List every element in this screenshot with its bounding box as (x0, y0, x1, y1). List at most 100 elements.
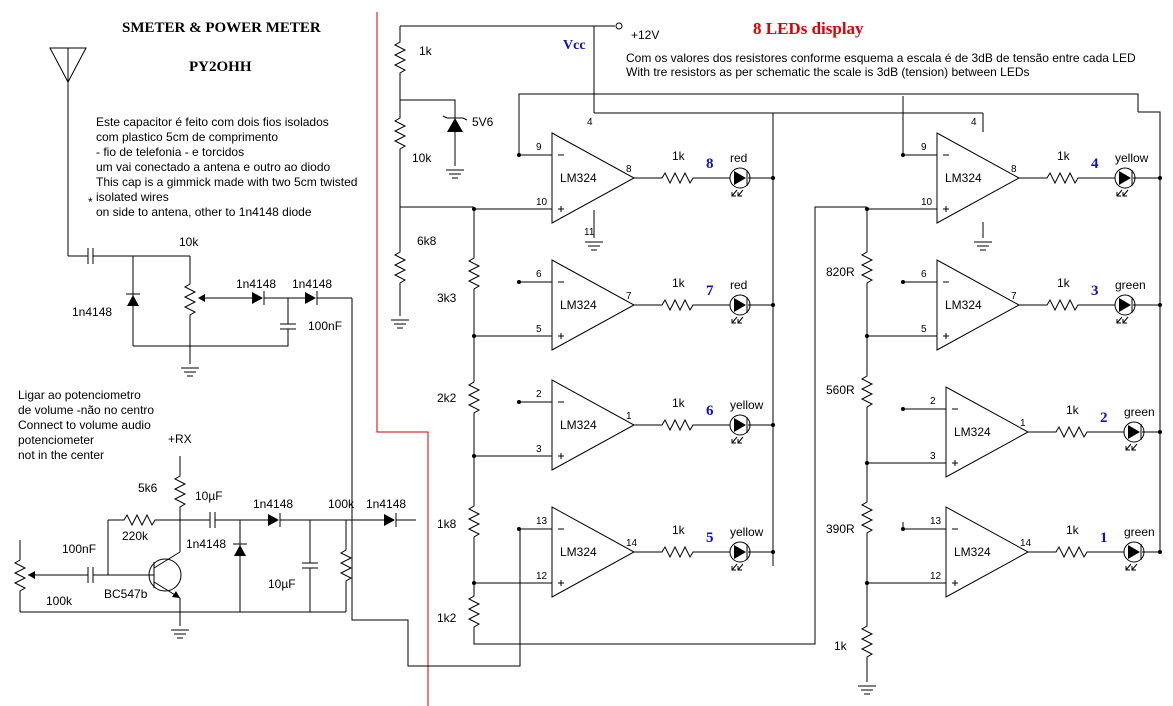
output-resistor-label: 1k (1057, 149, 1071, 163)
ladder-r3-label: 390R (826, 522, 855, 536)
opamp-label: LM324 (560, 298, 597, 312)
svg-text:Connect to volume audio: Connect to volume audio (18, 418, 151, 432)
r-top-label: 1k (419, 44, 433, 58)
pin-inverting: 2 (930, 396, 936, 407)
led-number: 8 (706, 156, 714, 172)
opamp-label: LM324 (560, 545, 597, 559)
led-number: 2 (1100, 410, 1108, 426)
led-color-label: green (1124, 405, 1155, 419)
ladder-r2-label: 560R (826, 383, 855, 397)
pin-output: 8 (626, 164, 632, 175)
opamp-label: LM324 (560, 171, 597, 185)
af-r-load-label: 100k (328, 497, 355, 511)
volume-note: Ligar ao potenciometro de volume -não no… (18, 388, 154, 462)
ladder-l1-label: 3k3 (437, 291, 457, 305)
scale-note-pt: Com os valores dos resistores conforme e… (626, 51, 1136, 65)
svg-text:This cap is a gimmick made wit: This cap is a gimmick made with two 5cm … (96, 175, 357, 189)
rx-label: +RX (168, 432, 192, 446)
pin-noninverting: 10 (921, 197, 933, 208)
opamp-label: LM324 (945, 298, 982, 312)
output-resistor-label: 1k (1066, 403, 1080, 417)
transistor-icon (148, 558, 182, 592)
led-color-label: green (1115, 278, 1146, 292)
af-section (14, 456, 416, 639)
output-resistor (1049, 426, 1093, 438)
pin-inverting: 13 (536, 516, 548, 527)
pin-inverting: 6 (536, 269, 542, 280)
output-resistor-label: 1k (672, 396, 686, 410)
svg-text:not in the center: not in the center (18, 448, 104, 462)
led-number: 6 (706, 403, 714, 419)
output-resistor-label: 1k (672, 149, 686, 163)
led-icon (1114, 294, 1136, 324)
led-color-label: yellow (1115, 151, 1149, 165)
pin-noninverting: 3 (930, 451, 936, 462)
pin-output: 7 (626, 291, 632, 302)
svg-text:isolated wires: isolated wires (96, 190, 169, 204)
output-resistor-label: 1k (1057, 276, 1071, 290)
pin-inverting: 6 (921, 269, 927, 280)
output-resistor-label: 1k (672, 523, 686, 537)
rf-section (49, 47, 521, 667)
r-zener-label: 10k (412, 151, 432, 165)
ladder-l2-label: 2k2 (437, 391, 457, 405)
pin-noninverting: 12 (536, 571, 548, 582)
ladder-right (857, 96, 984, 695)
led-color-label: green (1124, 525, 1155, 539)
pin-noninverting: 3 (536, 444, 542, 455)
pin-gnd-left: 11 (584, 227, 595, 238)
led-icon (1123, 541, 1145, 571)
led-icon (729, 541, 751, 571)
main-title: SMETER & POWER METER (122, 20, 321, 36)
svg-text:Ligar ao potenciometro: Ligar ao potenciometro (18, 388, 141, 402)
af-pot-label: 100k (46, 594, 73, 608)
rf-pot-label: 10k (179, 235, 199, 249)
svg-text:de volume -não no centro: de volume -não no centro (18, 403, 154, 417)
output-resistor (1040, 299, 1084, 311)
pin-vcc-left: 4 (587, 117, 593, 128)
pin-output: 8 (1011, 164, 1017, 175)
transistor-label: BC547b (104, 587, 148, 601)
led-icon (729, 414, 751, 444)
author-title: PY2OHH (189, 59, 252, 75)
opamp-label: LM324 (945, 171, 982, 185)
rf-cap-label: 100nF (308, 319, 342, 333)
pin-inverting: 9 (536, 142, 542, 153)
pin-output: 7 (1011, 291, 1017, 302)
pin-inverting: 9 (921, 142, 927, 153)
output-resistor (655, 172, 699, 184)
divider-line (376, 12, 429, 706)
led-color-label: red (730, 278, 747, 292)
af-r-base-label: 220k (122, 529, 149, 543)
rf-diode2-label: 1n4148 (236, 277, 276, 291)
led-number: 3 (1091, 283, 1099, 299)
opamp-label: LM324 (954, 545, 991, 559)
svg-text:com plastico 5cm de compriment: com plastico 5cm de comprimento (96, 130, 278, 144)
led-icon (1123, 421, 1145, 451)
pin-output: 14 (626, 538, 638, 549)
ladder-r4-label: 1k (834, 639, 848, 653)
asterisk-label: * (88, 195, 93, 209)
ladder-l0-label: 6k8 (417, 234, 437, 248)
led-icon (729, 167, 751, 197)
led-number: 7 (706, 283, 714, 299)
leds-title: 8 LEDs display (753, 19, 864, 38)
vcc-label: Vcc (563, 38, 586, 53)
ladder-r1-label: 820R (826, 265, 855, 279)
output-resistor (655, 419, 699, 431)
ladder-l3-label: 1k8 (437, 517, 457, 531)
pin-vcc-right: 4 (971, 117, 977, 128)
af-cap-in-label: 100nF (62, 542, 96, 556)
rf-diode3-label: 1n4148 (292, 277, 332, 291)
